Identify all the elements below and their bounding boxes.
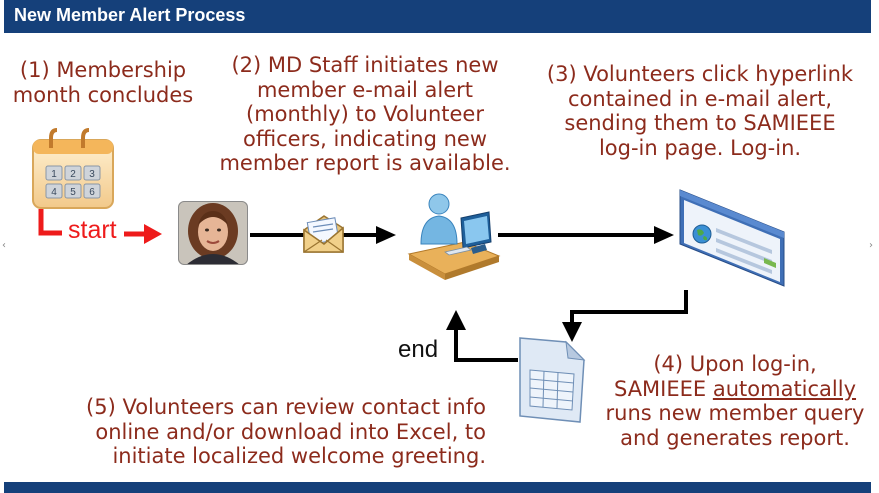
step-5-line: initiate localized welcome greeting. bbox=[112, 444, 486, 468]
start-label: start bbox=[68, 216, 117, 244]
step-4-line: (4) Upon log-in, bbox=[653, 352, 817, 376]
calendar-day: 4 bbox=[51, 187, 57, 198]
end-label: end bbox=[398, 336, 439, 363]
calendar-day: 3 bbox=[89, 169, 95, 180]
right-edge-mark: › bbox=[869, 240, 873, 251]
step-1-line: month concludes bbox=[12, 82, 194, 107]
calendar-day: 2 bbox=[70, 169, 76, 180]
step-4-line: SAMIEEE automatically bbox=[600, 377, 870, 402]
email-envelope-icon bbox=[303, 215, 344, 253]
header-bar: New Member Alert Process bbox=[4, 0, 871, 33]
calendar-day: 5 bbox=[70, 187, 76, 198]
step-5-text: (5) Volunteers can review contact info o… bbox=[48, 395, 486, 469]
step-5-line: (5) Volunteers can review contact info bbox=[86, 395, 486, 419]
step-1-line: (1) Membership bbox=[19, 58, 187, 82]
step-2-line: (2) MD Staff initiates new bbox=[231, 53, 499, 77]
calendar-day: 6 bbox=[89, 187, 95, 198]
step-2-text: (2) MD Staff initiates new member e-mail… bbox=[205, 53, 525, 176]
step-4-text: (4) Upon log-in, SAMIEEE automatically r… bbox=[600, 352, 870, 450]
left-edge-mark: ‹ bbox=[2, 240, 6, 251]
step-2-line: officers, indicating new bbox=[242, 126, 488, 151]
step-2-line: (monthly) to Volunteer bbox=[246, 102, 484, 126]
step-3-text: (3) Volunteers click hyperlink contained… bbox=[530, 62, 870, 160]
step-3-line: log-in page. Log-in. bbox=[598, 135, 802, 160]
step-3-line: sending them to SAMIEEE bbox=[564, 111, 836, 135]
calendar-day: 1 bbox=[51, 169, 57, 180]
arrow-to-login bbox=[498, 226, 674, 244]
footer-bar bbox=[4, 482, 871, 493]
step-3-line: (3) Volunteers click hyperlink bbox=[546, 62, 854, 86]
volunteer-computer-icon bbox=[407, 193, 501, 280]
page-title: New Member Alert Process bbox=[14, 5, 246, 25]
step-2-line: member report is available. bbox=[219, 151, 511, 175]
start-bracket bbox=[38, 209, 62, 236]
arrow-to-report bbox=[562, 290, 688, 342]
report-document-icon bbox=[519, 337, 586, 423]
step-3-line: contained in e-mail alert, bbox=[567, 86, 833, 111]
arrow-to-end bbox=[446, 310, 518, 362]
step-4-line: and generates report. bbox=[620, 425, 850, 450]
step-4-prefix: SAMIEEE bbox=[613, 376, 713, 401]
staff-photo bbox=[178, 201, 248, 265]
start-arrow bbox=[124, 224, 162, 244]
step-5-line: online and/or download into Excel, to bbox=[95, 419, 486, 444]
step-4-line: runs new member query bbox=[605, 401, 865, 425]
calendar-icon: 1 2 3 4 5 6 bbox=[32, 128, 114, 209]
step-1-text: (1) Membership month concludes bbox=[8, 58, 198, 107]
step-4-emphasis: automatically bbox=[712, 376, 857, 401]
browser-window-icon bbox=[679, 189, 785, 287]
step-2-line: member e-mail alert bbox=[256, 77, 474, 102]
